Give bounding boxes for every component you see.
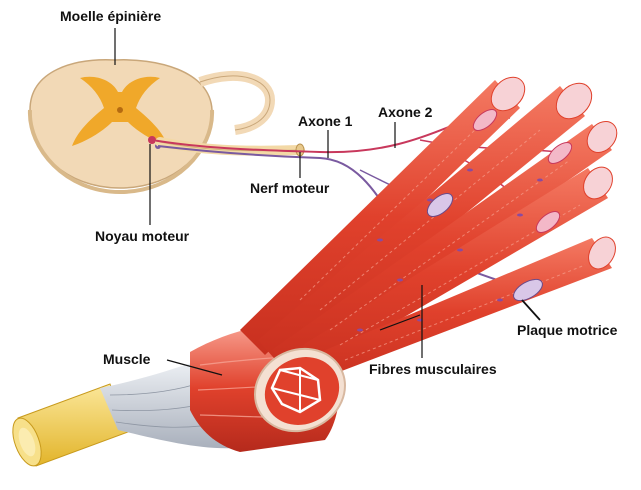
- label-spinal-cord: Moelle épinière: [60, 8, 161, 24]
- label-muscle-fibers: Fibres musculaires: [369, 361, 497, 377]
- label-motor-nucleus: Noyau moteur: [95, 228, 189, 244]
- leader-plaque: [522, 300, 540, 320]
- label-motor-plate: Plaque motrice: [517, 322, 617, 338]
- label-axon-2: Axone 2: [378, 104, 432, 120]
- label-muscle: Muscle: [103, 351, 150, 367]
- label-motor-nerve: Nerf moteur: [250, 180, 329, 196]
- label-axon-1: Axone 1: [298, 113, 352, 129]
